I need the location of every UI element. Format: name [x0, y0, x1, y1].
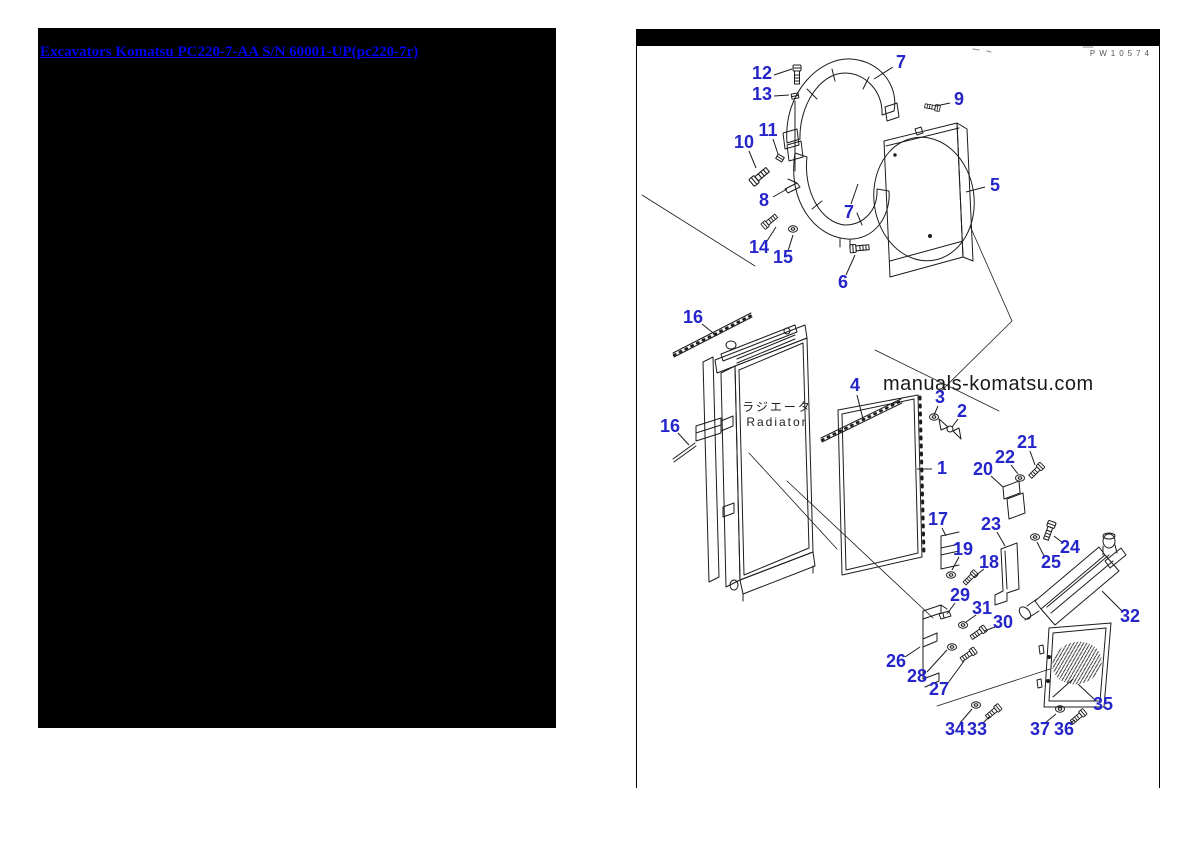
callout-26: 26 — [885, 651, 907, 671]
callout-8: 8 — [758, 190, 769, 210]
callout-16: 16 — [659, 416, 681, 436]
callout-3: 3 — [934, 387, 945, 407]
fan-guard-lower-half — [786, 140, 890, 249]
fan-guard-upper-half — [782, 58, 900, 150]
callout-36: 36 — [1053, 719, 1075, 739]
net-frame — [837, 394, 926, 576]
wing-nut — [938, 418, 962, 440]
callout-22: 22 — [994, 447, 1016, 467]
callout-4: 4 — [849, 375, 860, 395]
nut-13 — [790, 92, 800, 100]
callout-23: 23 — [980, 514, 1002, 534]
panel-top-bar — [637, 29, 1159, 46]
bolt-6 — [849, 242, 870, 254]
nut-11 — [775, 153, 785, 163]
callout-28: 28 — [906, 666, 928, 686]
washer-25 — [1030, 533, 1040, 541]
bolt-9 — [923, 102, 941, 112]
bolt-21 — [1027, 461, 1046, 480]
callout-10: 10 — [733, 132, 755, 152]
callout-9: 9 — [953, 89, 964, 109]
bolt-27 — [958, 646, 978, 664]
washer-34 — [971, 701, 981, 709]
bracket-17 — [940, 531, 960, 570]
model-breadcrumb-link[interactable]: Excavators Komatsu PC220-7-AA S/N 60001-… — [40, 44, 419, 60]
callout-27: 27 — [928, 679, 950, 699]
callout-7: 7 — [895, 52, 906, 72]
callout-19: 19 — [952, 539, 974, 559]
bracket-20 — [1002, 480, 1026, 520]
callout-15: 15 — [772, 247, 794, 267]
callout-34: 34 — [944, 719, 966, 739]
tie-rod-lower — [672, 442, 697, 463]
callout-37: 37 — [1029, 719, 1051, 739]
doc-code: PW10574 — [1089, 49, 1153, 58]
bolt-33 — [984, 703, 1003, 721]
callout-5: 5 — [989, 175, 1000, 195]
callout-18: 18 — [978, 552, 1000, 572]
callout-1: 1 — [936, 458, 947, 478]
callout-2: 2 — [956, 401, 967, 421]
bracket-26 — [922, 604, 948, 688]
fan-shroud — [873, 122, 975, 278]
washer-22 — [1015, 474, 1025, 482]
callout-16: 16 — [682, 307, 704, 327]
radiator-label-jp: ラジエータ — [742, 400, 812, 414]
washer-28 — [947, 643, 957, 651]
washer-3 — [929, 413, 939, 421]
bolt-10 — [748, 165, 771, 187]
bolt-14 — [760, 212, 779, 230]
washer-15 — [788, 225, 798, 233]
bolt-12 — [792, 64, 802, 85]
bracket-23 — [994, 542, 1020, 606]
callout-13: 13 — [751, 84, 773, 104]
callout-6: 6 — [837, 272, 848, 292]
left-content-panel: Excavators Komatsu PC220-7-AA S/N 60001-… — [38, 28, 556, 728]
radiator-assembly — [695, 324, 816, 602]
bracket-8 — [784, 178, 801, 194]
oil-cooler — [1018, 532, 1127, 626]
radiator-label: ラジエータ Radiator — [737, 400, 817, 430]
clip-29 — [938, 610, 952, 620]
callout-25: 25 — [1040, 552, 1062, 572]
bolt-30 — [968, 624, 988, 642]
callout-33: 33 — [966, 719, 988, 739]
callout-32: 32 — [1119, 606, 1141, 626]
callout-7: 7 — [843, 202, 854, 222]
washer-31 — [958, 621, 968, 629]
callout-12: 12 — [751, 63, 773, 83]
callout-21: 21 — [1016, 432, 1038, 452]
callout-11: 11 — [758, 120, 778, 140]
radiator-label-en: Radiator — [746, 415, 808, 429]
callout-20: 20 — [972, 459, 994, 479]
callout-31: 31 — [971, 598, 993, 618]
callout-35: 35 — [1092, 694, 1114, 714]
washer-19 — [946, 571, 956, 579]
mesh-panel — [1036, 622, 1112, 708]
callout-29: 29 — [949, 585, 971, 605]
callout-30: 30 — [992, 612, 1014, 632]
watermark: manuals-komatsu.com — [883, 373, 1094, 395]
callout-14: 14 — [748, 237, 770, 257]
callout-17: 17 — [927, 509, 949, 529]
callout-24: 24 — [1059, 537, 1081, 557]
exploded-view-drawing — [641, 46, 1127, 726]
diagram-panel: PW10574 — [636, 29, 1160, 788]
